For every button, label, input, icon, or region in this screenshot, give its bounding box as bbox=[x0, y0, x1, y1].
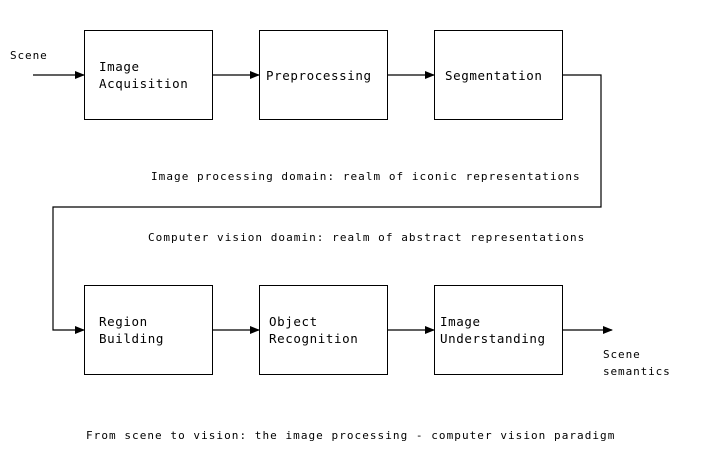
node-preprocessing-line1: Preprocessing bbox=[266, 67, 372, 83]
node-image-understanding-line1: Image bbox=[440, 314, 481, 329]
node-region-building-line2: Building bbox=[99, 331, 165, 346]
node-image-acquisition-line2: Acquisition bbox=[99, 76, 189, 91]
label-computer-vision-domain: Computer vision doamin: realm of abstrac… bbox=[148, 231, 586, 244]
node-region-building-line1: Region bbox=[99, 314, 148, 329]
node-preprocessing[interactable]: Preprocessing bbox=[259, 30, 388, 120]
node-segmentation[interactable]: Segmentation bbox=[434, 30, 563, 120]
node-region-building[interactable]: Region Building bbox=[84, 285, 213, 375]
label-scene-input: Scene bbox=[10, 49, 48, 62]
node-segmentation-line1: Segmentation bbox=[445, 67, 543, 83]
node-object-recognition-line2: Recognition bbox=[269, 331, 359, 346]
label-image-processing-domain: Image processing domain: realm of iconic… bbox=[151, 170, 581, 183]
node-image-understanding[interactable]: Image Understanding bbox=[434, 285, 563, 375]
node-image-understanding-line2: Understanding bbox=[440, 331, 546, 346]
label-scene-semantics-line2: semantics bbox=[603, 365, 671, 378]
node-object-recognition-line1: Object bbox=[269, 314, 318, 329]
node-image-acquisition-line1: Image bbox=[99, 59, 140, 74]
diagram-caption: From scene to vision: the image processi… bbox=[86, 429, 616, 442]
label-scene-semantics-line1: Scene bbox=[603, 348, 641, 361]
node-object-recognition[interactable]: Object Recognition bbox=[259, 285, 388, 375]
node-image-acquisition[interactable]: Image Acquisition bbox=[84, 30, 213, 120]
